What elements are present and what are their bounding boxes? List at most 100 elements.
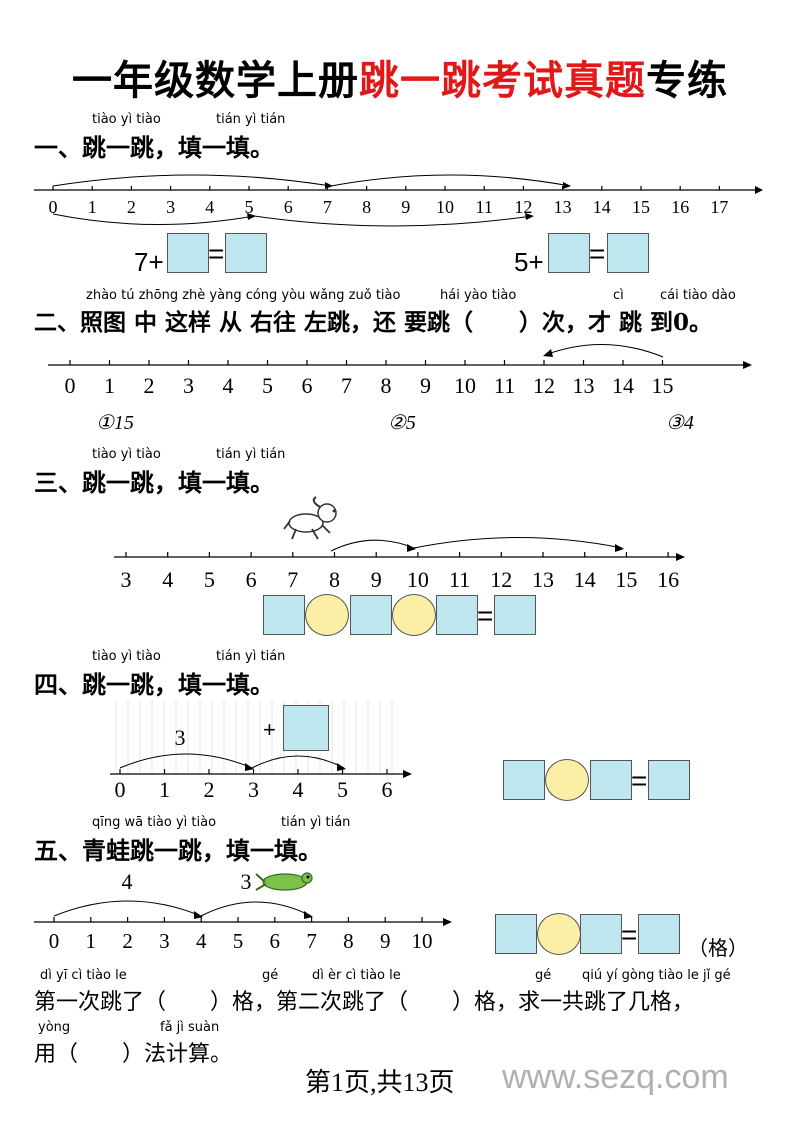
s2-tick-label-2: 2 bbox=[144, 373, 155, 398]
s5-arc2-label: 3 bbox=[241, 869, 252, 894]
s4-tick-label-1: 1 bbox=[159, 777, 170, 802]
frog-illustration bbox=[255, 872, 313, 891]
s1-tick-label-4: 4 bbox=[205, 197, 214, 217]
s3-tick-label-14: 14 bbox=[574, 567, 596, 592]
s4-arc-answer-box[interactable] bbox=[283, 705, 329, 751]
s1-tick-label-2: 2 bbox=[127, 197, 136, 217]
s4-answer-box-1[interactable] bbox=[503, 760, 545, 800]
s3-answer-box-4[interactable] bbox=[494, 595, 536, 635]
s1-tick-label-15: 15 bbox=[632, 197, 650, 217]
s2-option-1[interactable]: ①15 bbox=[96, 412, 134, 434]
s3-equals: = bbox=[477, 600, 494, 631]
s4-tick-label-0: 0 bbox=[115, 777, 126, 802]
s5-question-pinyin-2: gé bbox=[262, 968, 279, 983]
s2-pinyin-3: cì bbox=[613, 288, 624, 303]
s3-tick-label-4: 4 bbox=[162, 567, 173, 592]
s5-tick-label-2: 2 bbox=[122, 929, 133, 953]
s1-eq1-answer-box-1[interactable] bbox=[167, 233, 209, 273]
s1-tick-label-8: 8 bbox=[362, 197, 371, 217]
page-title: 一年级数学上册跳一跳考试真题专练 bbox=[0, 48, 800, 106]
s4-equals: = bbox=[631, 765, 648, 796]
s5-question-pinyin-6: yòng bbox=[38, 1020, 71, 1035]
s4-answer-box-2[interactable] bbox=[590, 760, 632, 800]
s3-answer-box-1[interactable] bbox=[263, 595, 305, 635]
s5-tick-label-8: 8 bbox=[343, 929, 354, 953]
s1-eq1-equals: = bbox=[208, 238, 225, 269]
s1-tick-label-1: 1 bbox=[88, 197, 97, 217]
s2-tick-label-13: 13 bbox=[573, 373, 595, 398]
s3-tick-label-16: 16 bbox=[657, 567, 679, 592]
s3-answer-box-2[interactable] bbox=[350, 595, 392, 635]
s4-tick-label-2: 2 bbox=[204, 777, 215, 802]
s1-eq2-answer-box-2[interactable] bbox=[607, 233, 649, 273]
s5-pinyin-2: tián yì tián bbox=[281, 815, 351, 830]
s1-eq1-prefix: 7+ bbox=[134, 247, 164, 277]
s1-eq1-answer-box-2[interactable] bbox=[225, 233, 267, 273]
s5-answer-box-1[interactable] bbox=[495, 914, 537, 954]
s5-operator-circle[interactable] bbox=[537, 913, 581, 955]
s5-answer-box-2[interactable] bbox=[580, 914, 622, 954]
s3-tick-label-15: 15 bbox=[615, 567, 637, 592]
s5-question-line-1: 第一次跳了（ ）格，第二次跳了（ ）格，求一共跳了几格， bbox=[34, 990, 695, 1015]
s5-answer-box-3[interactable] bbox=[638, 914, 680, 954]
s1-pinyin-1: tiào yì tiào bbox=[92, 112, 161, 127]
s2-heading: 二、照图 中 这样 从 右往 左跳，还 要跳（ ）次，才 跳 到0。 bbox=[34, 309, 713, 336]
s3-heading: 三、跳一跳，填一填。 bbox=[34, 468, 274, 497]
s5-tick-label-9: 9 bbox=[380, 929, 391, 953]
title-part3: 专练 bbox=[646, 57, 728, 104]
s3-answer-box-3[interactable] bbox=[436, 595, 478, 635]
s2-tick-label-15: 15 bbox=[652, 373, 674, 398]
s2-tick-label-5: 5 bbox=[262, 373, 273, 398]
s2-tick-label-4: 4 bbox=[223, 373, 234, 398]
s4-tick-label-6: 6 bbox=[382, 777, 393, 802]
title-part1: 一年级数学上册 bbox=[72, 57, 359, 104]
s2-tick-label-1: 1 bbox=[104, 373, 115, 398]
s5-tick-label-1: 1 bbox=[86, 929, 97, 953]
s5-pinyin-1: qīng wā tiào yì tiào bbox=[92, 815, 217, 830]
s2-tick-label-11: 11 bbox=[494, 373, 515, 398]
s1-tick-label-6: 6 bbox=[284, 197, 293, 217]
s1-eq2-prefix: 5+ bbox=[514, 247, 544, 277]
s3-tick-label-12: 12 bbox=[490, 567, 512, 592]
s5-tick-label-7: 7 bbox=[306, 929, 317, 953]
s3-tick-label-13: 13 bbox=[532, 567, 554, 592]
s3-tick-label-6: 6 bbox=[246, 567, 257, 592]
s2-tick-label-10: 10 bbox=[454, 373, 476, 398]
s3-operator-circle-2[interactable] bbox=[392, 594, 436, 636]
s1-tick-label-7: 7 bbox=[323, 197, 332, 217]
s3-operator-circle-1[interactable] bbox=[305, 594, 349, 636]
s5-heading: 五、青蛙跳一跳，填一填。 bbox=[34, 836, 322, 865]
s3-tick-label-11: 11 bbox=[449, 567, 470, 592]
s3-tick-label-9: 9 bbox=[371, 567, 382, 592]
s1-eq2-equals: = bbox=[589, 238, 606, 269]
s2-option-3[interactable]: ③4 bbox=[666, 412, 694, 434]
s3-pinyin-1: tiào yì tiào bbox=[92, 447, 161, 462]
s3-tick-label-3: 3 bbox=[121, 567, 132, 592]
s1-tick-label-14: 14 bbox=[593, 197, 611, 217]
s1-tick-label-12: 12 bbox=[514, 197, 532, 217]
s1-tick-label-0: 0 bbox=[49, 197, 58, 217]
dog-illustration bbox=[283, 496, 337, 540]
s2-tick-label-9: 9 bbox=[420, 373, 431, 398]
s3-pinyin-2: tián yì tián bbox=[216, 447, 286, 462]
s5-question-line-2: 用（ ）法计算。 bbox=[34, 1042, 233, 1067]
s1-tick-label-17: 17 bbox=[710, 197, 728, 217]
s4-tick-label-5: 5 bbox=[337, 777, 348, 802]
s1-tick-label-16: 16 bbox=[671, 197, 689, 217]
s4-answer-box-3[interactable] bbox=[648, 760, 690, 800]
s2-option-2[interactable]: ②5 bbox=[388, 412, 416, 434]
watermark: www.sezq.com bbox=[502, 1058, 729, 1096]
s5-tick-label-10: 10 bbox=[412, 929, 433, 953]
s4-tick-label-4: 4 bbox=[293, 777, 304, 802]
s5-unit-label: （格） bbox=[688, 936, 748, 960]
s5-tick-label-5: 5 bbox=[233, 929, 244, 953]
s4-operator-circle[interactable] bbox=[545, 759, 589, 801]
s5-question-pinyin-7: fǎ jì suàn bbox=[160, 1020, 220, 1035]
s4-tick-label-3: 3 bbox=[248, 777, 259, 802]
s1-eq2-answer-box-1[interactable] bbox=[548, 233, 590, 273]
s2-tick-label-12: 12 bbox=[533, 373, 555, 398]
